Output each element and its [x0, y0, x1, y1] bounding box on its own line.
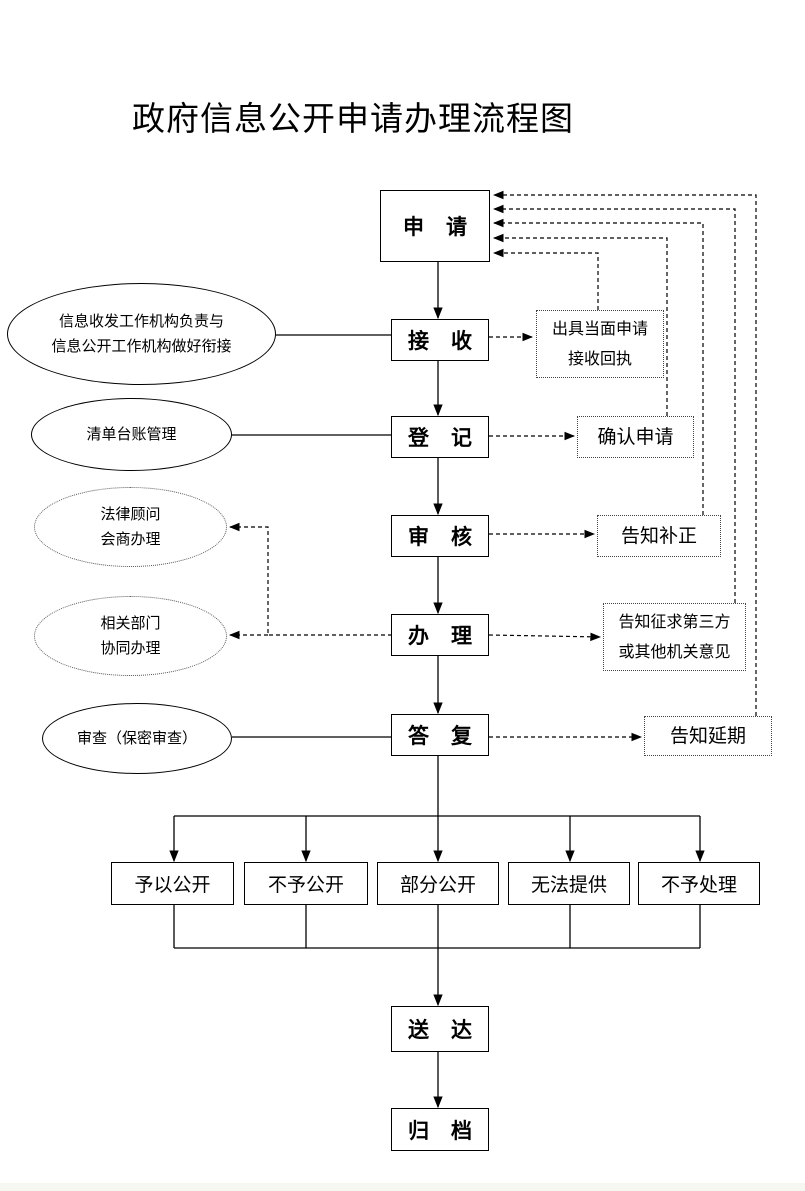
- ellipse-register-note: 清单台账管理: [31, 398, 232, 471]
- step-register: 登记: [391, 416, 489, 458]
- ellipse-departments-line-1: 相关部门: [100, 614, 161, 632]
- outcome-cannot-provide: 无法提供: [508, 862, 630, 905]
- step-reply: 答复: [391, 714, 489, 756]
- footer-strip: [0, 1183, 805, 1191]
- ellipse-departments: 相关部门 协同办理: [34, 596, 227, 676]
- ellipse-legal-line-2: 会商办理: [100, 530, 161, 548]
- outcome-not-disclose: 不予公开: [244, 862, 368, 905]
- side-receipt-line-1: 出具当面申请: [551, 319, 648, 338]
- side-receipt-line-2: 接收回执: [567, 349, 632, 368]
- side-third-party: 告知征求第三方 或其他机关意见: [603, 603, 746, 671]
- step-receive: 接收: [391, 319, 489, 361]
- ellipse-legal: 法律顾问 会商办理: [34, 487, 227, 567]
- ellipse-departments-line-2: 协同办理: [100, 639, 161, 657]
- side-receipt: 出具当面申请 接收回执: [536, 310, 664, 378]
- ellipse-receive-note-line-2: 信息公开工作机构做好衔接: [51, 337, 232, 355]
- step-review: 审核: [391, 515, 489, 557]
- outcome-disclose: 予以公开: [111, 862, 234, 905]
- page-title: 政府信息公开申请办理流程图: [132, 99, 574, 138]
- outcome-not-process: 不予处理: [638, 862, 760, 905]
- side-extension: 告知延期: [644, 716, 772, 756]
- arrow-handle-thirdparty: [488, 632, 602, 642]
- feedback-thirdparty: [492, 204, 736, 603]
- side-correction: 告知补正: [597, 515, 721, 557]
- step-archive: 归档: [391, 1108, 489, 1151]
- feedback-extension: [492, 190, 757, 716]
- outcome-partial-disclose: 部分公开: [377, 862, 499, 905]
- ellipse-receive-note: 信息收发工作机构负责与 信息公开工作机构做好衔接: [7, 283, 276, 385]
- side-third-party-line-1: 告知征求第三方: [618, 612, 731, 631]
- feedback-confirm: [492, 233, 668, 416]
- ellipse-legal-line-1: 法律顾问: [100, 505, 161, 523]
- step-apply: 申请: [380, 190, 490, 262]
- side-confirm: 确认申请: [577, 416, 694, 458]
- arrow-handle-legal: [228, 522, 392, 636]
- side-third-party-line-2: 或其他机关意见: [618, 642, 731, 661]
- step-handle: 办理: [391, 614, 489, 656]
- ellipse-review-note: 审查（保密审查）: [42, 703, 232, 774]
- feedback-receipt: [492, 248, 599, 310]
- step-deliver: 送达: [391, 1006, 489, 1052]
- ellipse-receive-note-line-1: 信息收发工作机构负责与: [58, 312, 224, 330]
